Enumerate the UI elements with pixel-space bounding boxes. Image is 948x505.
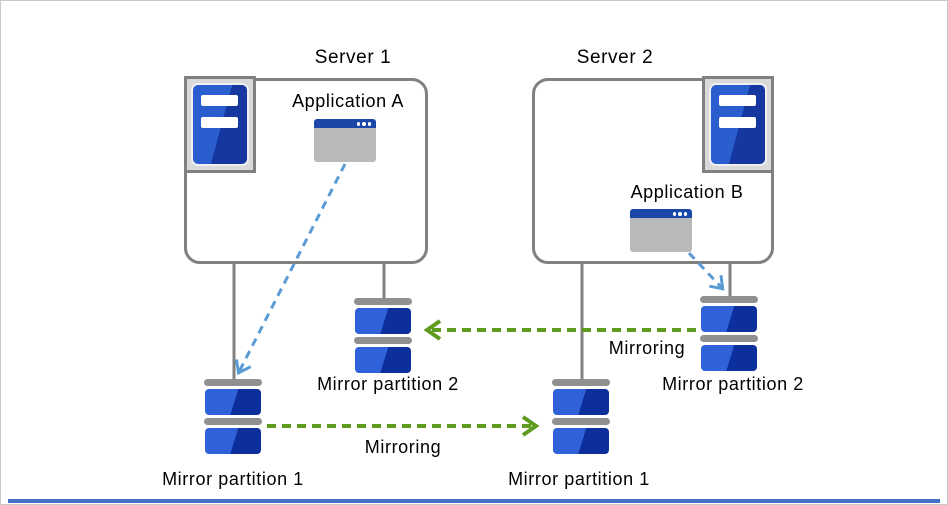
window-dot-icon: [678, 212, 682, 216]
tower-icon: [191, 83, 249, 166]
disk-icon: [701, 306, 757, 332]
window-dot-icon: [362, 122, 366, 126]
tower-slot-icon: [201, 117, 238, 128]
server1-mirror-partition1-label: Mirror partition 1: [162, 469, 304, 489]
server1-mirror-partition2-icon: [354, 298, 412, 376]
disk-icon: [205, 389, 261, 415]
server2-tower-icon: [702, 76, 774, 173]
tower-icon: [709, 83, 767, 166]
server1-tower-icon: [184, 76, 256, 173]
appB-window-icon: [630, 209, 692, 252]
server1-mirror-partition1-icon: [204, 379, 262, 457]
disk-icon: [205, 428, 261, 454]
server2-mirror-partition2-icon: [700, 296, 758, 374]
appB-label: Application B: [630, 182, 744, 202]
disk-cap-icon: [552, 418, 610, 425]
disk-icon: [553, 428, 609, 454]
disk-cap-icon: [354, 298, 412, 305]
window-dot-icon: [672, 212, 676, 216]
window-dot-icon: [367, 122, 371, 126]
tower-slot-icon: [719, 95, 756, 106]
appA-access-arrow: [234, 163, 347, 376]
window-titlebar-icon: [314, 119, 376, 128]
appA-label: Application A: [292, 91, 404, 111]
server2-mirror-partition1-label: Mirror partition 1: [508, 469, 650, 489]
window-titlebar-icon: [630, 209, 692, 218]
disk-cap-icon: [204, 379, 262, 386]
disk-cap-icon: [552, 379, 610, 386]
disk-cap-icon: [700, 296, 758, 303]
server2-title: Server 2: [576, 47, 654, 68]
server2-mirror-partition1-icon: [552, 379, 610, 457]
disk-icon: [553, 389, 609, 415]
window-dot-icon: [356, 122, 360, 126]
disk-cap-icon: [204, 418, 262, 425]
tower-slot-icon: [719, 117, 756, 128]
disk-icon: [701, 345, 757, 371]
disk-icon: [355, 308, 411, 334]
window-body-icon: [314, 128, 376, 162]
appA-window-icon: [314, 119, 376, 162]
server1-title: Server 1: [314, 47, 392, 68]
disk-cap-icon: [700, 335, 758, 342]
window-body-icon: [630, 218, 692, 252]
appB-access-arrow: [687, 251, 725, 291]
server2-mirror-partition2-label: Mirror partition 2: [662, 374, 804, 394]
tower-slot-icon: [201, 95, 238, 106]
server1-mirror-partition2-label: Mirror partition 2: [317, 374, 459, 394]
disk-cap-icon: [354, 337, 412, 344]
window-dot-icon: [683, 212, 687, 216]
mirroring-label-top: Mirroring: [608, 338, 686, 358]
mirroring-label-bottom: Mirroring: [364, 437, 442, 457]
disk-icon: [355, 347, 411, 373]
bottom-accent-line: [8, 499, 940, 503]
